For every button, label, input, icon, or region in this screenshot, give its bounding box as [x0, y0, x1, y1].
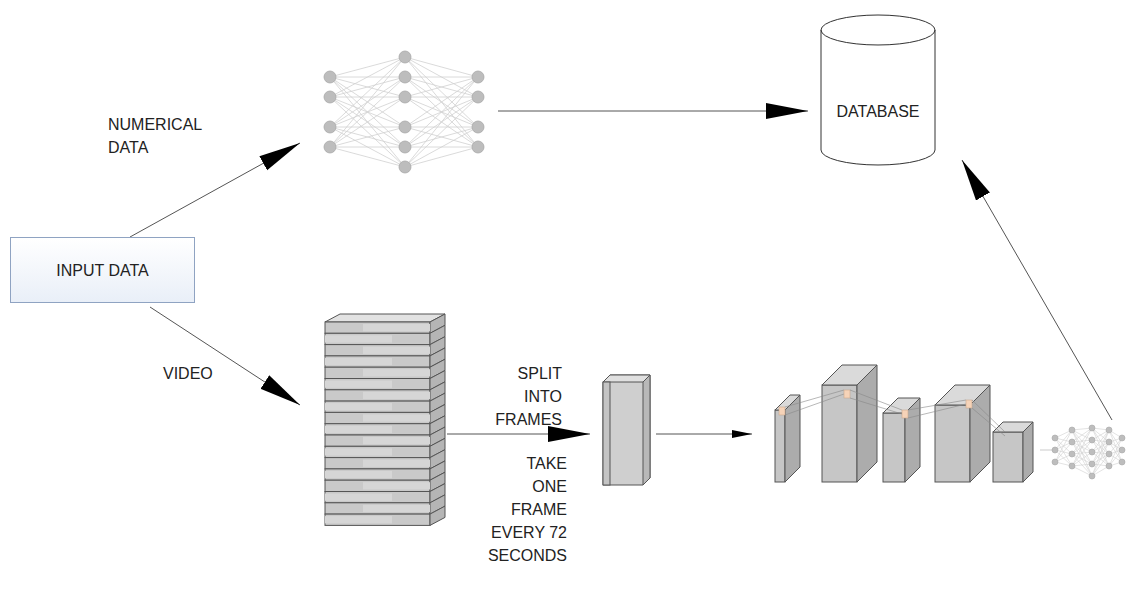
- video-arrow: [150, 307, 300, 405]
- node-text: DATABASE: [837, 102, 920, 121]
- database-cylinder: DATABASE: [820, 14, 936, 166]
- flow-label: NUMERICAL DATA: [108, 113, 202, 159]
- numerical-arrow: [130, 143, 300, 237]
- flow-label: SPLIT INTO FRAMES: [495, 362, 562, 431]
- convolutional-network: [775, 365, 1125, 482]
- flow-label: TAKE ONE FRAME EVERY 72 SECONDS: [488, 452, 567, 567]
- cylinder-outline: [820, 14, 936, 166]
- flow-label: VIDEO: [163, 362, 213, 385]
- split-arrow: [447, 434, 590, 435]
- cnn-to-database-arrow: [962, 160, 1112, 420]
- input-box: INPUT DATA: [10, 237, 195, 303]
- frame-to-cnn-arrow: [656, 434, 752, 435]
- neural-network: [324, 51, 484, 173]
- nn-to-database-arrow: [498, 111, 808, 112]
- single-frame: [603, 375, 650, 485]
- node-text: INPUT DATA: [56, 261, 148, 280]
- video-frame-stack: [325, 314, 445, 525]
